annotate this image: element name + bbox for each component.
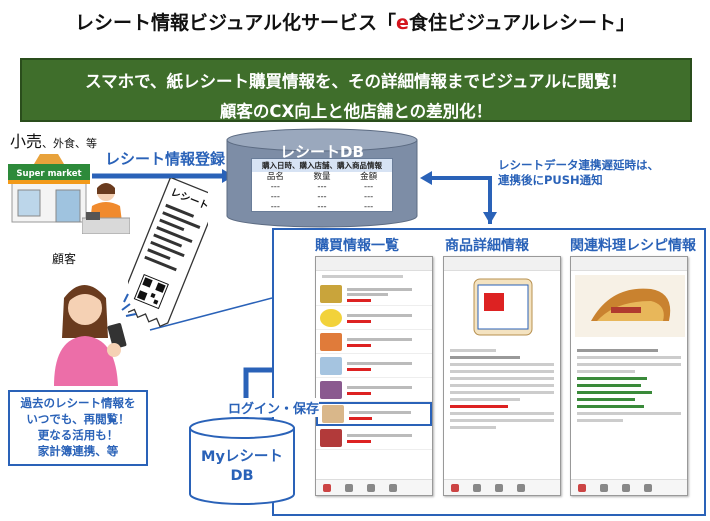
sync-arrow <box>432 176 492 224</box>
header-recipe-info: 関連料理レシピ情報 <box>570 238 696 254</box>
phone-status-bar <box>316 257 432 271</box>
headline-banner: スマホで、紙レシート購買情報を、その詳細情報までビジュアルに閲覧！ 顧客のCX向… <box>20 58 692 122</box>
delay-note: レシートデータ連携遅延時は、 連携後にPUSH通知 <box>498 158 659 187</box>
login-save-label: ログイン・保存 <box>228 398 320 417</box>
list-item <box>316 306 432 330</box>
phone-nav-bar <box>444 479 560 495</box>
receipt-db-table-header: 購入日時、購入店舗、購入商品情報 <box>252 159 392 172</box>
header-purchase-list: 購買情報一覧 <box>315 238 399 254</box>
list-item <box>316 378 432 402</box>
phone-screen-product-detail <box>443 256 561 496</box>
phone-status-bar <box>444 257 560 271</box>
phone-screen-recipe <box>570 256 688 496</box>
register-label: レシート情報登録 <box>105 150 226 168</box>
receipt-db-title: レシートDB <box>280 143 364 161</box>
header-product-detail: 商品詳細情報 <box>445 238 529 254</box>
list-item-selected <box>316 402 432 426</box>
paper-receipt-icon: レシート <box>128 178 208 328</box>
customer-with-phone-icon <box>54 285 137 386</box>
bread-image <box>473 278 533 336</box>
customer-label: 顧客 <box>52 252 77 266</box>
list-item <box>316 426 432 450</box>
svg-text:Super market: Super market <box>16 169 81 179</box>
list-item <box>316 330 432 354</box>
phone-nav-bar <box>316 479 432 495</box>
sandwich-image <box>575 275 685 337</box>
list-item <box>316 354 432 378</box>
retail-label: 小売、外食、等 <box>10 132 98 151</box>
receipt-db-table: 購入日時、購入店舗、購入商品情報 品名 数量 金額 --- --- --- --… <box>251 158 393 212</box>
table-row: 品名 数量 金額 <box>266 172 378 182</box>
banner-line-1: スマホで、紙レシート購買情報を、その詳細情報までビジュアルに閲覧！ <box>85 72 627 91</box>
phone-status-bar <box>571 257 687 271</box>
supermarket-icon: Super market <box>8 154 90 223</box>
my-receipt-db-cylinder <box>189 417 295 505</box>
table-row: --- --- --- <box>270 192 374 202</box>
history-memo-box: 過去のレシート情報を いつでも、再閲覧！ 更なる活用も！ 家計簿連携、等 <box>8 390 148 466</box>
phone-nav-bar <box>571 479 687 495</box>
phone-screen-purchase-list <box>315 256 433 496</box>
cashier-icon <box>82 183 130 234</box>
customer-link-line <box>149 297 273 331</box>
table-row: --- --- --- <box>270 202 374 212</box>
list-item <box>316 282 432 306</box>
table-row: --- --- --- <box>270 182 374 192</box>
banner-line-2: 顧客のCX向上と他店舗との差別化！ <box>219 102 493 121</box>
my-receipt-db-title: Myレシート DB <box>201 449 283 484</box>
page-title: レシート情報ビジュアル化サービス「e食住ビジュアルレシート」 <box>74 12 636 34</box>
